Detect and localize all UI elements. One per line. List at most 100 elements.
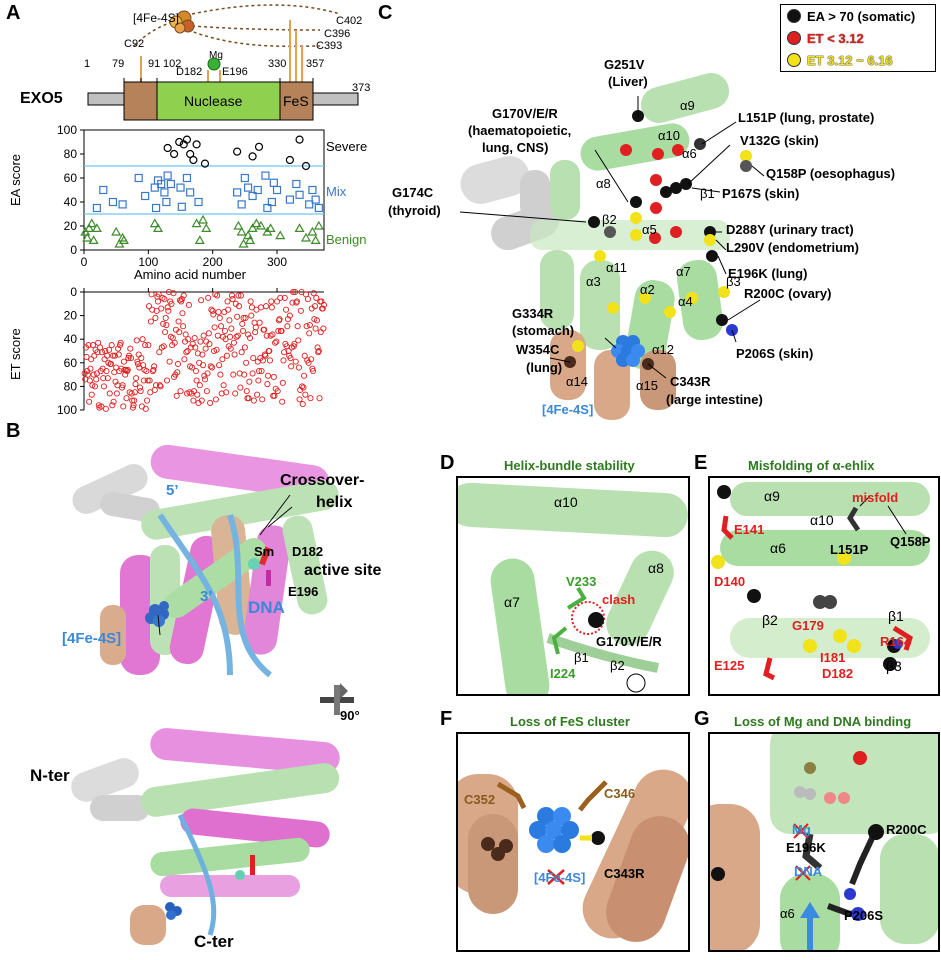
et-point: [137, 388, 144, 395]
et-point: [199, 351, 206, 358]
et-point: [100, 383, 107, 390]
et-point: [288, 363, 295, 370]
ea-xlabel: Amino acid number: [134, 267, 246, 282]
panel-d-box: α10 α7 α8 V233 I224 clash G170V/E/R β1 β…: [456, 476, 690, 696]
et-point: [102, 405, 109, 412]
legend-label-et-mid: ET 3.12 ~ 6.16: [807, 52, 893, 68]
gene-name: EXO5: [20, 90, 63, 107]
et-point: [106, 390, 113, 397]
et-point: [264, 372, 272, 379]
three-prime-label: 3’: [200, 588, 213, 605]
et-point: [237, 292, 245, 299]
f-cluster: [4Fe-4S]: [534, 870, 586, 885]
et-point: [82, 376, 89, 383]
et-point: [189, 364, 196, 371]
e-l151p: L151P: [830, 542, 869, 557]
c343r-label: C343R: [670, 374, 711, 389]
e196k-label: E196K (lung): [728, 266, 808, 281]
et-point: [198, 397, 205, 404]
panel-c-structure: [459, 73, 765, 420]
et-point: [127, 345, 134, 352]
w354c-tissue: (lung): [526, 360, 563, 375]
et-point: [313, 317, 320, 324]
g251v-tissue: (Liver): [608, 74, 648, 89]
et-point: [247, 298, 254, 305]
et-point: [192, 368, 200, 375]
ea-point-benign: [88, 235, 99, 244]
ea-xtick-label: 0: [81, 255, 88, 269]
e-e141: E141: [734, 522, 765, 537]
et-point: [269, 331, 276, 338]
ea-point-mix: [314, 203, 323, 213]
helix-a6: α6: [682, 146, 697, 161]
e-misfold: misfold: [852, 490, 899, 505]
et-point: [133, 337, 140, 344]
et-point: [87, 365, 94, 372]
et-point: [223, 352, 230, 359]
panel-b-structure: [71, 444, 354, 945]
ea-point-benign: [244, 235, 256, 244]
et-point: [112, 378, 119, 385]
et-point: [240, 314, 247, 322]
ea-ytick-label: 100: [57, 124, 77, 137]
et-point: [116, 342, 124, 349]
et-point: [230, 371, 237, 378]
e-b3: β3: [886, 658, 902, 674]
ea-point-benign: [265, 223, 276, 232]
et-point: [306, 330, 313, 337]
helix-a3: α3: [586, 274, 601, 289]
f-c346: C346: [604, 786, 636, 801]
et-point: [245, 331, 252, 338]
panel-g-structure: [710, 734, 938, 950]
et-point: [230, 339, 237, 346]
ea-point-severe: [295, 135, 304, 144]
et-point: [194, 391, 201, 398]
et-point: [138, 403, 145, 410]
ea-point-benign: [275, 230, 286, 240]
et-point: [289, 299, 296, 306]
et-point: [88, 356, 95, 363]
et-point: [140, 377, 147, 384]
et-point: [84, 371, 91, 378]
et-point: [118, 365, 125, 372]
w354c-label: W354C: [516, 342, 560, 357]
et-ytick-label: 0: [70, 285, 77, 299]
ea-point-benign: [152, 223, 164, 232]
ea-point-mix: [166, 179, 175, 189]
et-point: [259, 396, 266, 403]
et-point: [197, 338, 204, 345]
ea-point-mix: [186, 188, 195, 197]
ea-point-mix: [292, 179, 301, 189]
et-point: [142, 342, 149, 349]
et-point: [164, 304, 171, 311]
et-point: [218, 390, 225, 397]
helix-a14: α14: [566, 374, 588, 389]
helix-b2: β2: [602, 212, 617, 227]
et-point: [145, 342, 152, 349]
et-point: [190, 388, 198, 395]
et-point: [268, 304, 275, 311]
et-point: [162, 329, 169, 336]
ea-point-severe: [182, 135, 192, 144]
et-point: [221, 309, 228, 316]
crossover-label-2: helix: [316, 494, 353, 511]
et-point: [200, 332, 207, 339]
et-point: [286, 312, 293, 319]
helix-a10: α10: [658, 128, 680, 143]
et-point: [93, 370, 100, 377]
sm-label: Sm: [254, 544, 275, 559]
ea-point-mix: [285, 195, 294, 204]
et-point: [266, 347, 273, 355]
pos-91: 91: [148, 58, 161, 70]
et-point: [218, 323, 225, 330]
et-point: [290, 343, 297, 350]
et-point: [281, 294, 288, 301]
et-point: [122, 366, 129, 373]
ea-point-benign: [149, 218, 160, 228]
g-p206s: P206S: [844, 908, 884, 923]
mix-label: Mix: [326, 184, 347, 199]
helix-a7: α7: [676, 264, 691, 279]
ea-point-mix: [272, 185, 282, 195]
et-point: [299, 401, 306, 408]
ea-point-benign: [86, 218, 97, 228]
